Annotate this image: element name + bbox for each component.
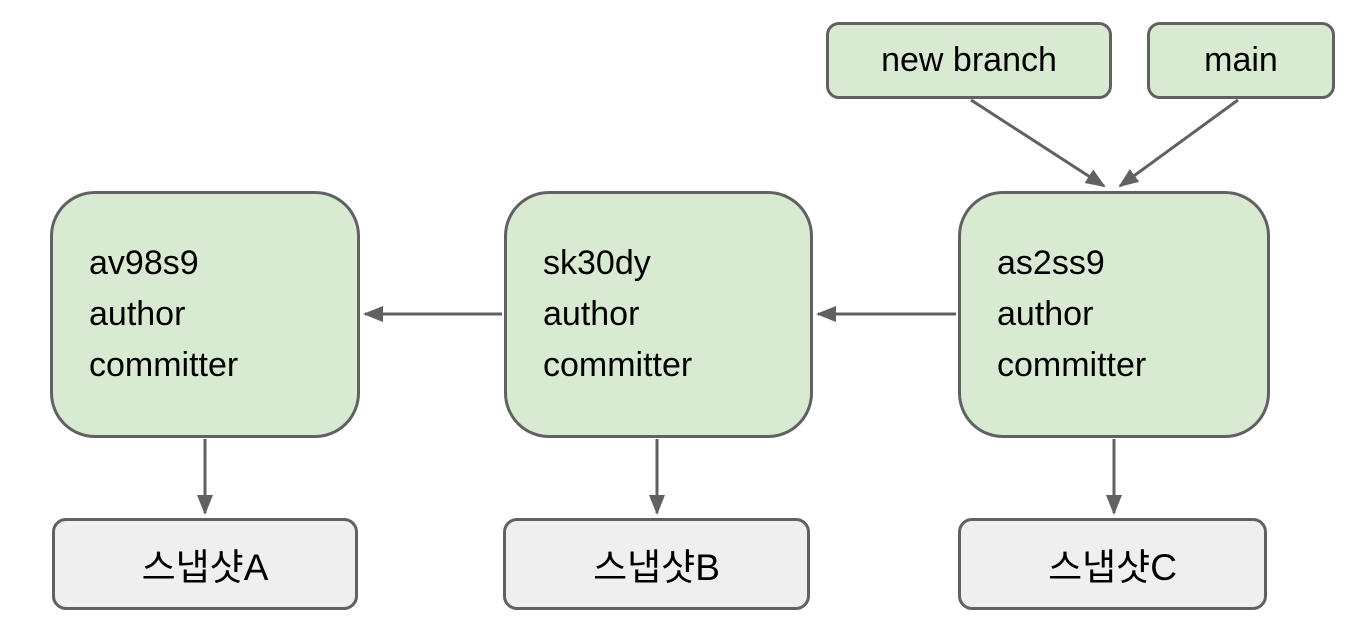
arrow-new-branch-to-commit-c [970,98,1106,188]
branch-label-new-branch: new branch [826,22,1112,99]
commit-node: av98s9 author committer [50,191,360,438]
branch-label-text: new branch [881,41,1057,79]
commit-committer-label: committer [89,346,239,384]
commit-author-label: author [997,295,1094,333]
commit-committer-label: committer [997,346,1147,384]
snapshot-node: 스냅샷B [503,518,810,610]
branch-label-main: main [1147,22,1335,99]
commit-hash: av98s9 [89,244,199,282]
snapshot-label: 스냅샷C [1048,547,1177,588]
branch-label-text: main [1204,41,1278,79]
snapshot-label: 스냅샷A [141,547,269,588]
snapshot-label: 스냅샷B [593,547,720,588]
commit-node: as2ss9 author committer [958,191,1270,438]
snapshot-node: 스냅샷A [52,518,358,610]
arrow-main-to-commit-c [1118,98,1239,188]
commit-committer-label: committer [543,346,693,384]
commit-author-label: author [543,295,640,333]
commit-hash: sk30dy [543,244,651,282]
snapshot-node: 스냅샷C [958,518,1267,610]
commit-node: sk30dy author committer [504,191,813,438]
commit-author-label: author [89,295,186,333]
commit-hash: as2ss9 [997,244,1105,282]
